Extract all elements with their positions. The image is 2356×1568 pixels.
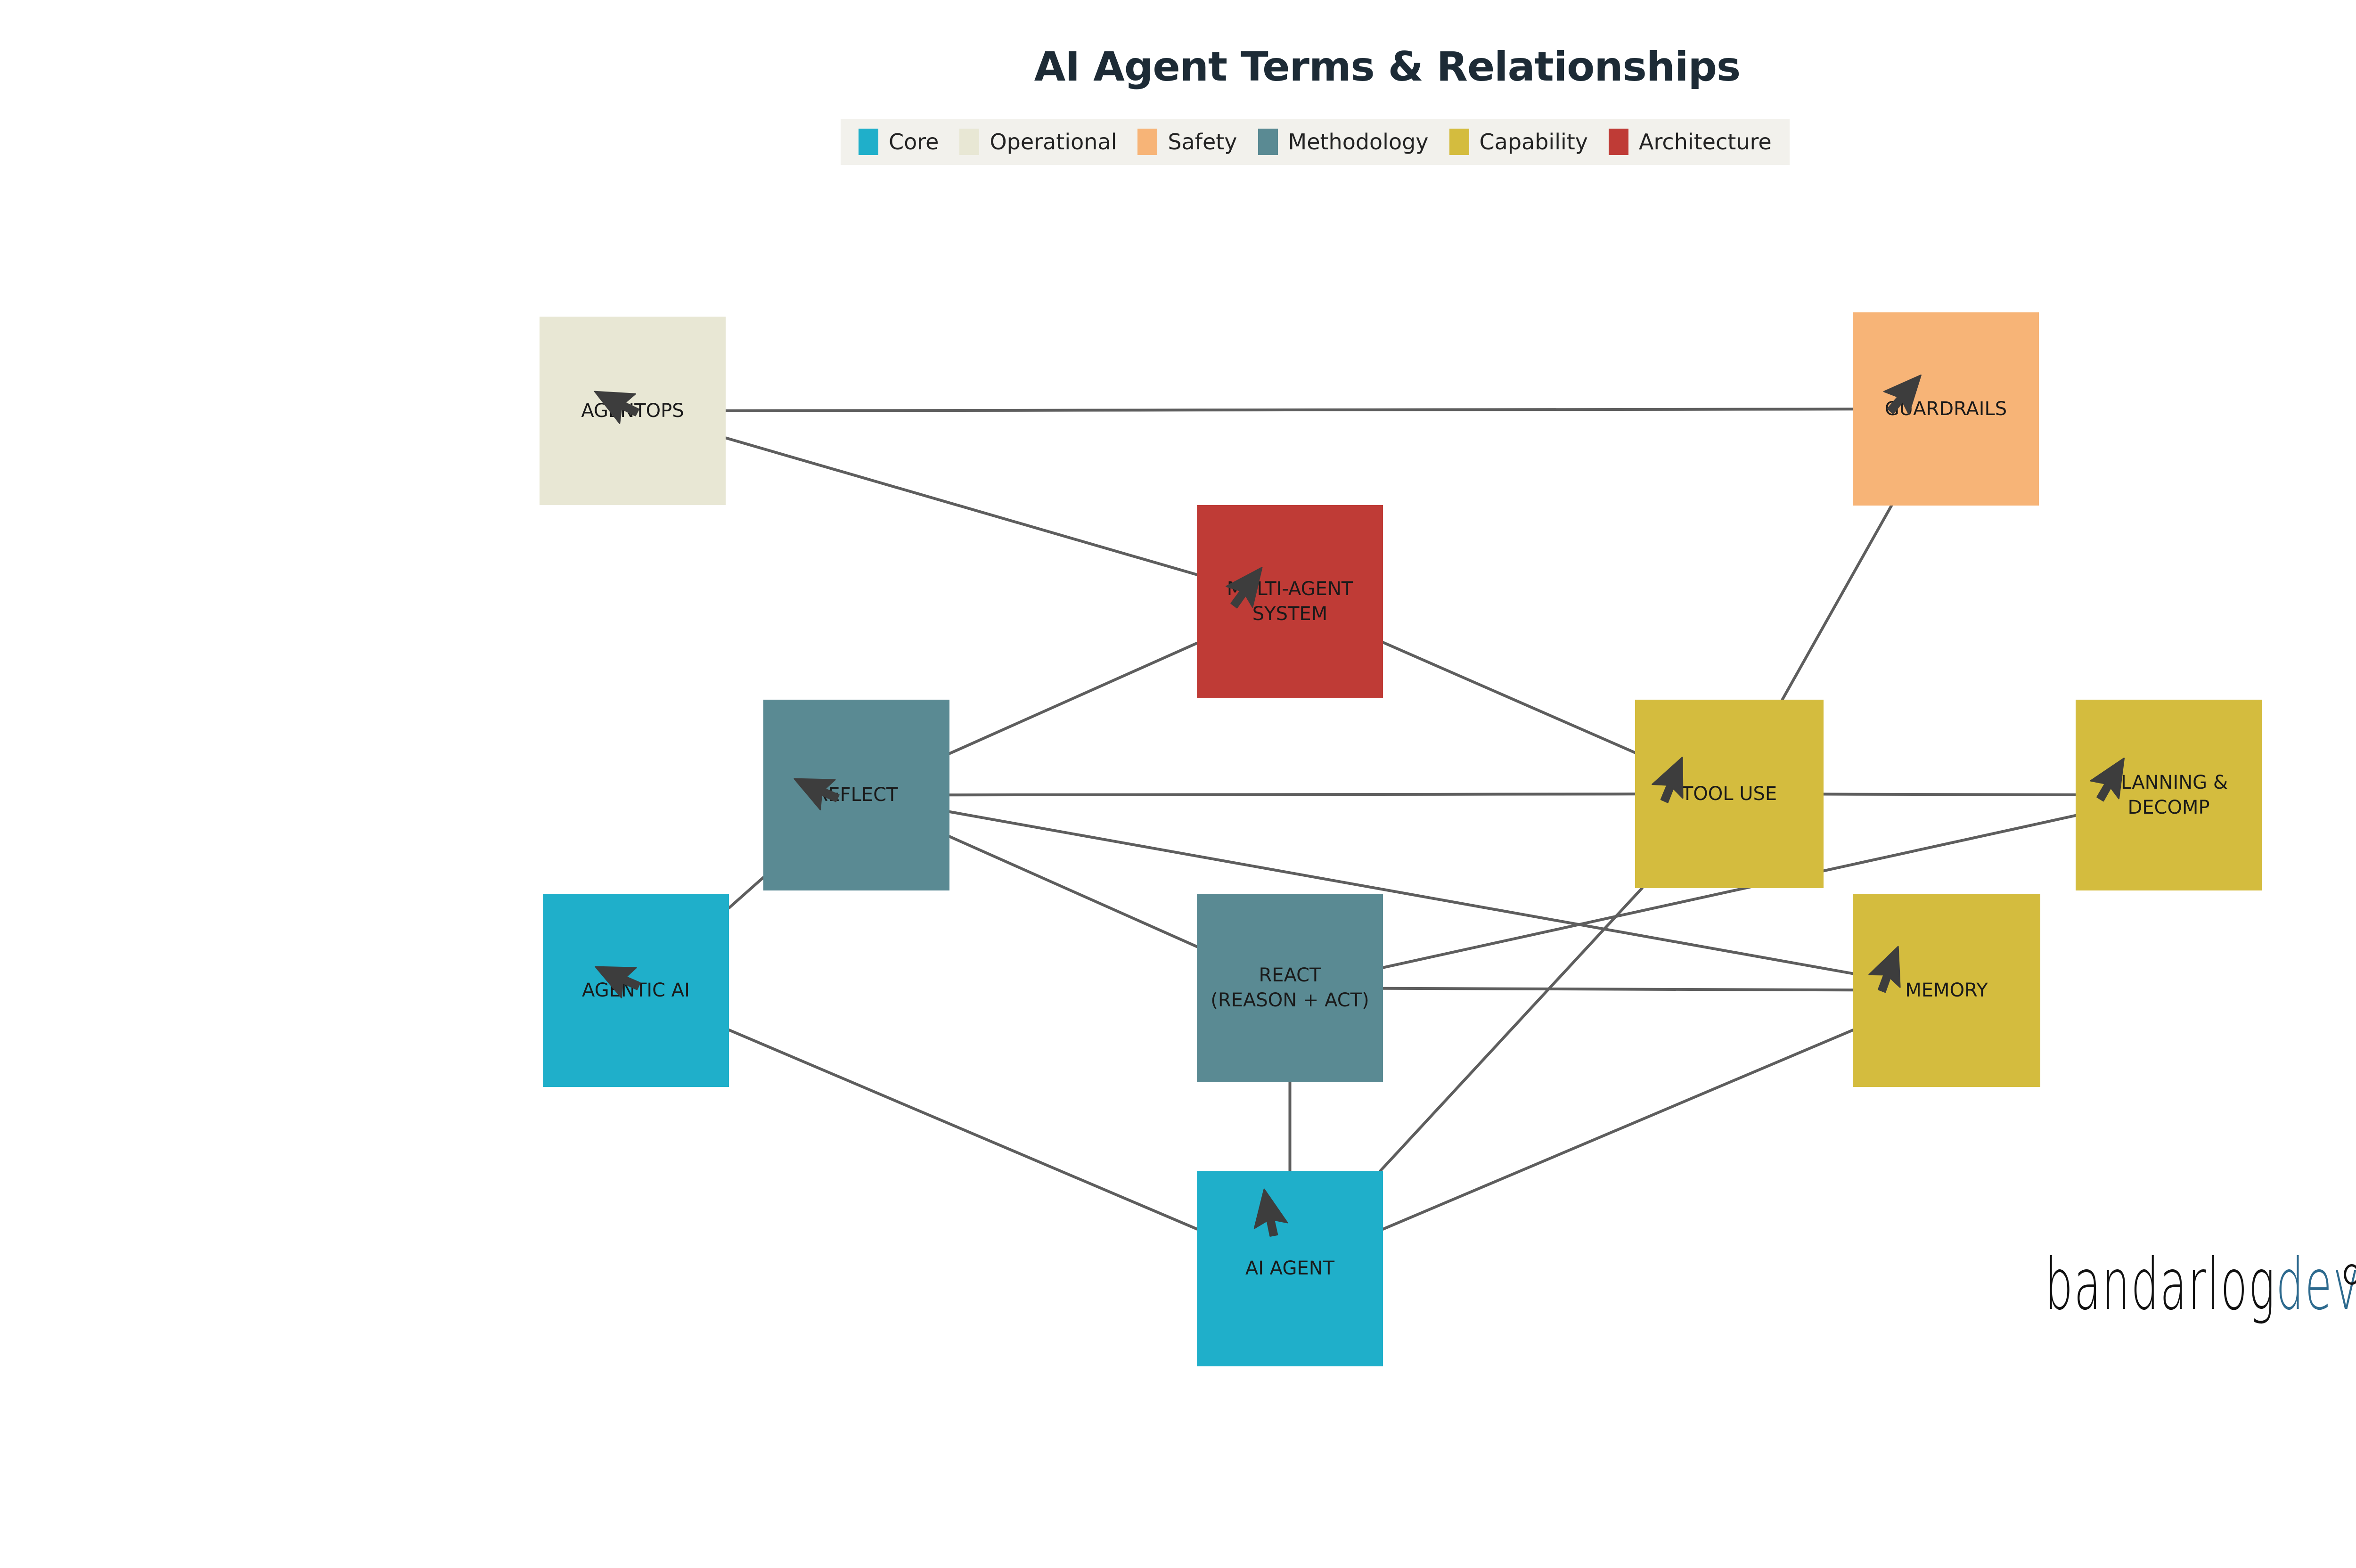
graph-node-label: AGENTOPS xyxy=(581,400,684,422)
legend-item-operational[interactable]: Operational xyxy=(959,129,1117,155)
graph-node-label: TOOL USE xyxy=(1681,783,1777,805)
graph-edge-react-memory xyxy=(1382,987,1854,992)
graph-node-label: REACT (REASON + ACT) xyxy=(1211,964,1369,1011)
graph-node-react[interactable]: REACT (REASON + ACT) xyxy=(1197,894,1383,1082)
legend-item-methodology[interactable]: Methodology xyxy=(1258,129,1429,155)
graph-edge-reflect-tooluse xyxy=(948,792,1636,797)
graph-edge-mas-tooluse xyxy=(1382,641,1636,754)
legend-item-label: Core xyxy=(889,129,939,155)
graph-node-label: AGENTIC AI xyxy=(582,979,690,1001)
graph-edge-reflect-agenticai xyxy=(728,876,765,910)
graph-edge-agentops-guardrails xyxy=(724,408,1854,412)
legend-swatch-icon xyxy=(1449,129,1469,155)
graph-node-planning[interactable]: PLANNING & DECOMP xyxy=(2076,700,2262,890)
legend-item-core[interactable]: Core xyxy=(859,129,939,155)
legend-swatch-icon xyxy=(1258,129,1278,155)
legend-item-label: Architecture xyxy=(1639,129,1772,155)
graph-node-label: MEMORY xyxy=(1905,979,1988,1001)
legend-swatch-icon xyxy=(959,129,980,155)
graph-edge-reflect-react xyxy=(948,835,1198,948)
watermark-primary-text: bandarlog xyxy=(2045,1244,2276,1326)
watermark-logo: bandarlogdev xyxy=(2045,1244,2356,1326)
graph-edge-aiagent-memory xyxy=(1382,1029,1854,1231)
graph-edge-aiagent-tooluse xyxy=(1379,887,1644,1172)
graph-node-label: AI AGENT xyxy=(1245,1258,1335,1280)
legend: Core Operational Safety Methodology Capabili… xyxy=(841,119,1790,165)
graph-edge-agentops-mas xyxy=(724,436,1198,576)
graph-node-reflect[interactable]: REFLECT xyxy=(763,700,949,890)
graph-edge-planning-react xyxy=(1382,814,2077,969)
graph-edge-mas-reflect xyxy=(948,642,1198,755)
graph-node-memory[interactable]: MEMORY xyxy=(1853,894,2040,1087)
graph-edge-aiagent-agenticai xyxy=(728,1029,1198,1231)
watermark-circle-icon xyxy=(2344,1264,2356,1285)
legend-item-architecture[interactable]: Architecture xyxy=(1609,129,1772,155)
page-title: AI Agent Terms & Relationships xyxy=(1034,43,1741,90)
legend-swatch-icon xyxy=(1609,129,1629,155)
graph-node-tooluse[interactable]: TOOL USE xyxy=(1635,700,1824,888)
legend-item-label: Capability xyxy=(1479,129,1588,155)
watermark-accent-text: dev xyxy=(2276,1244,2356,1326)
graph-node-label: REFLECT xyxy=(815,784,898,806)
graph-node-agenticai[interactable]: AGENTIC AI xyxy=(543,894,729,1087)
legend-item-label: Safety xyxy=(1168,129,1237,155)
graph-node-agentops[interactable]: AGENTOPS xyxy=(540,317,726,505)
graph-edge-reflect-memory xyxy=(948,810,1854,975)
graph-node-aiagent[interactable]: AI AGENT xyxy=(1197,1171,1383,1366)
graph-edge-tooluse-planning xyxy=(1822,792,2077,796)
legend-swatch-icon xyxy=(859,129,878,155)
graph-node-label: MULTI-AGENT SYSTEM xyxy=(1227,578,1353,625)
legend-swatch-icon xyxy=(1137,129,1158,155)
legend-item-capability[interactable]: Capability xyxy=(1449,129,1588,155)
legend-item-safety[interactable]: Safety xyxy=(1137,129,1237,155)
legend-item-label: Methodology xyxy=(1288,129,1429,155)
graph-node-mas[interactable]: MULTI-AGENT SYSTEM xyxy=(1197,505,1383,698)
legend-item-label: Operational xyxy=(990,129,1117,155)
graph-edge-guardrails-tooluse xyxy=(1781,504,1893,701)
graph-node-guardrails[interactable]: GUARDRAILS xyxy=(1853,312,2039,506)
graph-node-label: PLANNING & DECOMP xyxy=(2109,771,2228,818)
graph-node-label: GUARDRAILS xyxy=(1884,398,2007,420)
